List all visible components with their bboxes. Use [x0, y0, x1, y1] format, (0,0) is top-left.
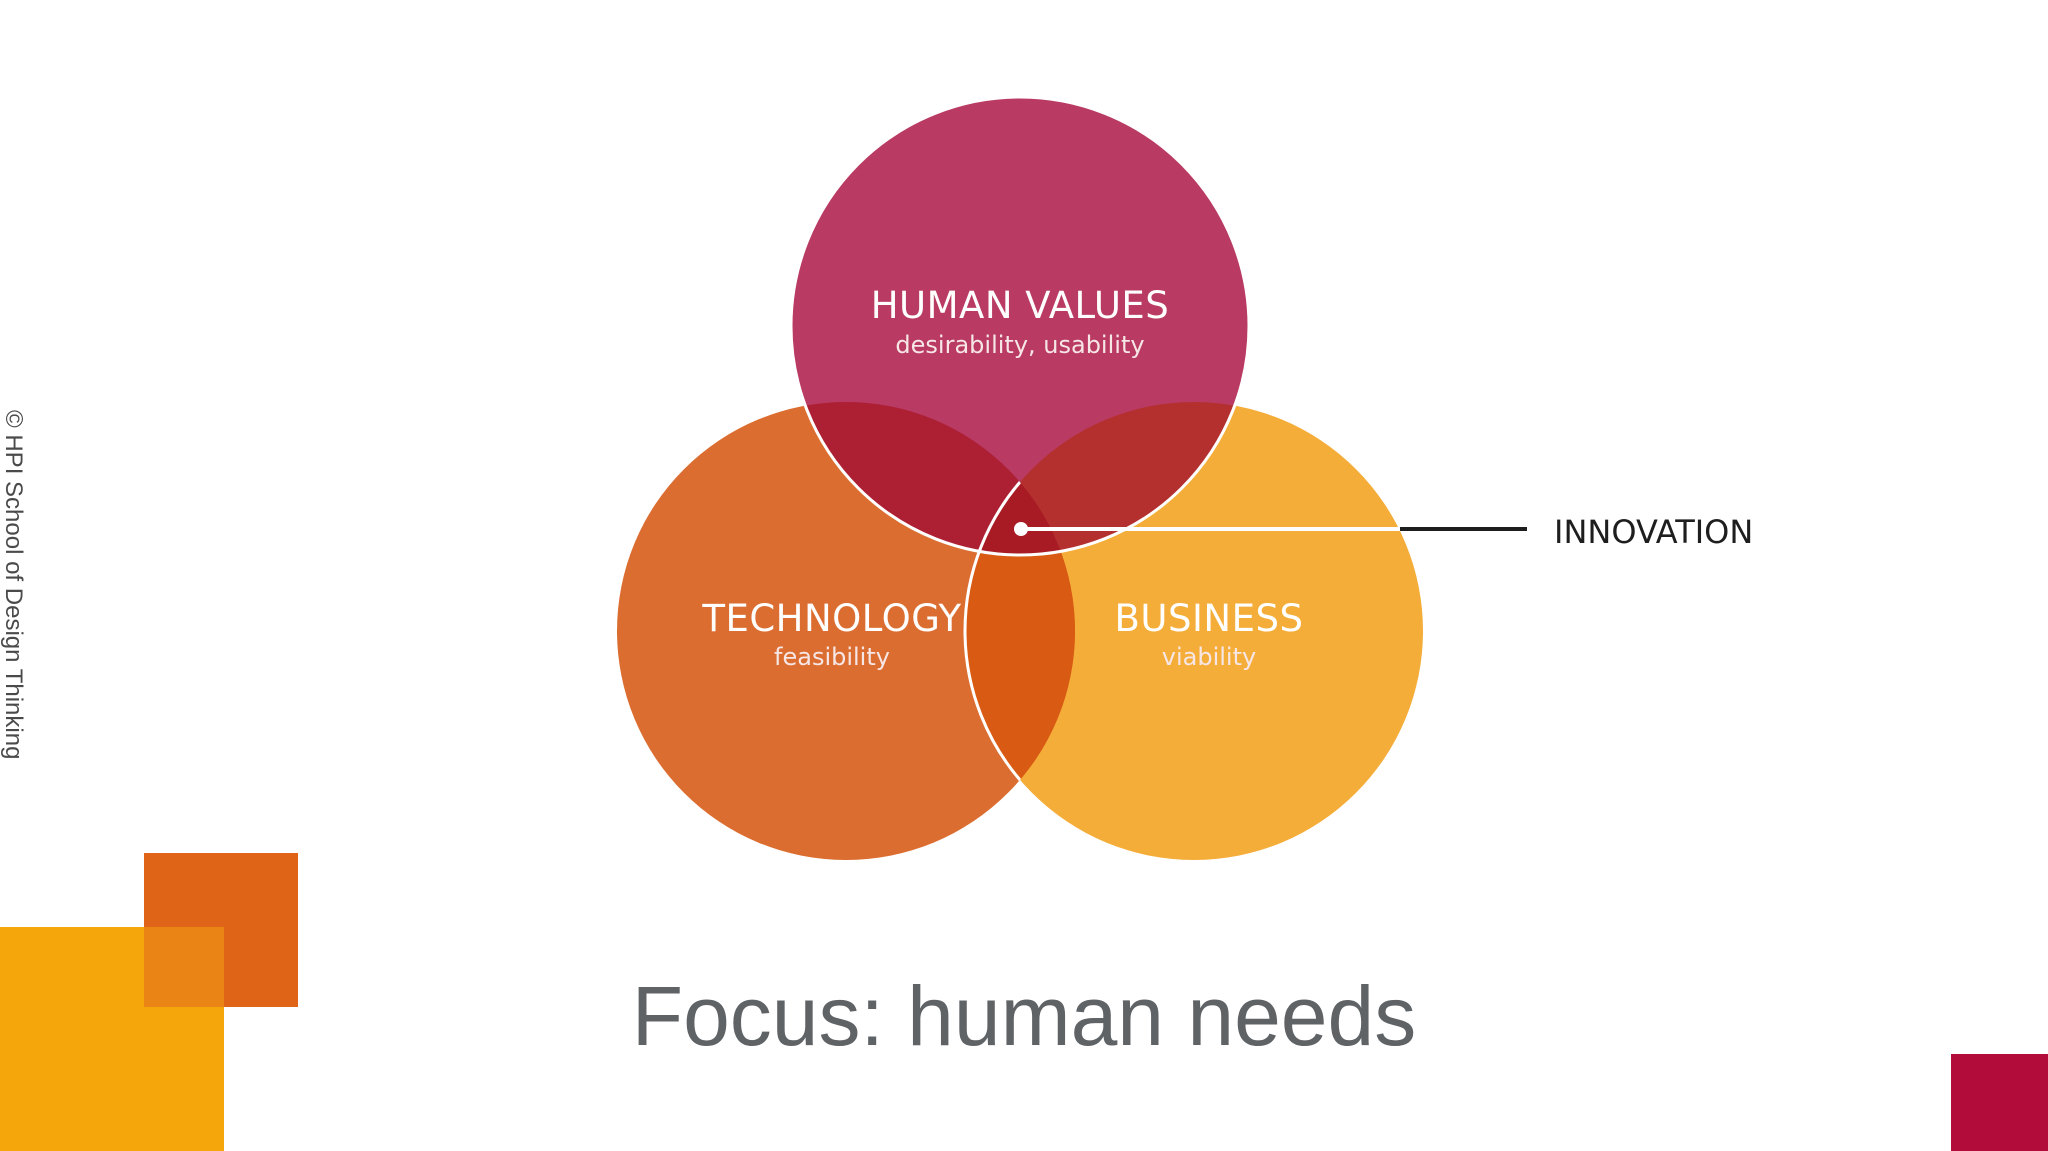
technology-title: TECHNOLOGY [701, 597, 961, 640]
human-values-title: HUMAN VALUES [871, 284, 1170, 327]
decorative-red-square [1951, 1054, 2048, 1151]
innovation-label: INNOVATION [1554, 513, 1753, 551]
slide-headline: Focus: human needs [631, 969, 1417, 1063]
business-inner-outline [963, 402, 1075, 860]
innovation-dot [1014, 522, 1028, 536]
technology-subtitle: feasibility [774, 643, 890, 671]
human-business-overlap [965, 402, 1249, 555]
decorative-overlap-square [144, 927, 224, 1007]
business-title: BUSINESS [1115, 597, 1304, 640]
human-values-outline [789, 95, 1251, 557]
human-tech-overlap [791, 402, 1075, 555]
human-values-subtitle: desirability, usability [895, 331, 1144, 359]
copyright-text: © HPI School of Design Thinking [0, 410, 27, 760]
business-subtitle: viability [1162, 643, 1256, 671]
